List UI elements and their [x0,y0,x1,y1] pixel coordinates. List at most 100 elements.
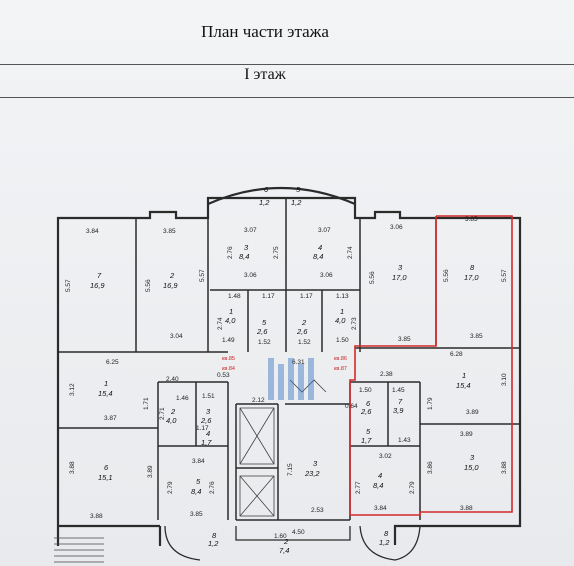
room-area: 8,4 [313,252,323,261]
apartment-label: кв.84 [222,366,235,372]
room-area: 15,4 [98,389,113,398]
dim-label: 1.17 [300,293,313,300]
room-area: 15,1 [98,473,113,482]
dim-label: 2.76 [227,246,234,259]
dim-label: 3.87 [104,415,117,422]
title-block: План части этажа I этаж [0,0,574,100]
dim-label: 2.40 [166,376,179,383]
dim-label: 3.07 [244,227,257,234]
dim-label: 3.07 [318,227,331,234]
room-area: 16,9 [163,281,178,290]
watermark-logo [268,358,314,400]
room-area: 17,0 [464,273,479,282]
dim-label: 2.79 [409,481,416,494]
dim-label: 6.25 [106,359,119,366]
room-area: 8,4 [373,481,383,490]
room-label: 1 [104,379,108,388]
apartment-markers: кв.85 кв.84 кв.86 кв.87 [222,356,347,372]
floor-label: I этаж [244,66,286,83]
apartment-label: кв.86 [334,356,347,362]
room-label: 1 [462,371,466,380]
room-area: 15,0 [464,463,479,472]
dim-label: 3.06 [320,272,333,279]
dim-label: 6.28 [450,351,463,358]
dim-label: 3.12 [69,383,76,396]
room-label: 3 [206,407,211,416]
room-area: 2,6 [256,327,268,336]
room-label: 5 [262,318,267,327]
dim-label: 2.76 [209,481,216,494]
room-area: 1,2 [379,538,390,547]
dim-label: 1.52 [298,339,311,346]
dim-label: 3.85 [163,228,176,235]
dim-label: 3.10 [501,373,508,386]
page-title: План части этажа [201,22,329,41]
dim-label: 2.77 [355,481,362,494]
dim-label: 3.89 [466,409,479,416]
room-label: 3 [313,459,318,468]
dim-label: 5.57 [199,269,206,282]
dim-label: 5.56 [369,271,376,284]
dim-label: 3.85 [190,511,203,518]
dim-label: 0.53 [217,372,230,379]
stair [54,379,327,563]
room-area: 1,7 [201,438,212,447]
dim-label: 1.52 [258,339,271,346]
room-area: 15,4 [456,381,471,390]
room-label: 4 [206,429,210,438]
room-area: 1,2 [259,198,270,207]
dim-label: 1.46 [176,395,189,402]
dim-label: 5.57 [501,269,508,282]
apartment-label: кв.87 [334,366,347,372]
dim-label: 3.88 [460,505,473,512]
dim-label: 3.84 [192,458,205,465]
dim-label: 1.79 [427,397,434,410]
room-area: 2,6 [296,327,308,336]
dim-label: 1.48 [228,293,241,300]
room-label: 2 [301,318,307,327]
dim-label: 6.31 [292,359,305,366]
room-area: 8,4 [191,487,201,496]
dim-label: 3.02 [379,453,392,460]
dim-label: 2.12 [252,397,265,404]
bay-windows [164,525,421,561]
room-label: 6 [366,399,371,408]
dim-label: 1.43 [398,437,411,444]
room-area: 23,2 [304,469,320,478]
dim-label: 2.38 [380,371,393,378]
dim-label: 2.71 [159,407,166,420]
dim-label: 3.88 [90,513,103,520]
highlighted-apartment [349,215,513,516]
dim-label: 2.75 [273,246,280,259]
room-label: 8 [212,531,217,540]
room-label: 3 [398,263,403,272]
room-area: 16,9 [90,281,105,290]
room-area: 4,0 [225,316,236,325]
dim-label: 1.71 [143,397,150,410]
dim-label: 5.56 [145,279,152,292]
dim-label: 5.56 [443,269,450,282]
dim-label: 3.06 [390,224,403,231]
room-label: 2 [283,537,289,546]
dim-label: 7.15 [287,463,294,476]
room-label: 1 [340,307,344,316]
dim-label: 0.64 [345,403,358,410]
dim-label: 3.88 [69,461,76,474]
dim-label: 3.85 [398,336,411,343]
dim-label: 3.86 [427,461,434,474]
dim-label: 1.45 [392,387,405,394]
dim-label: 3.89 [460,431,473,438]
room-labels: 7 16,9 2 16,9 3 8,4 4 8,4 3 17,0 8 17,0 … [90,185,479,555]
dim-label: 1.17 [196,425,209,432]
room-area: 1,2 [208,539,219,548]
room-label: 5 [196,477,201,486]
room-area: 1,2 [291,198,302,207]
dim-label: 3.88 [501,461,508,474]
dim-label: 1.49 [222,337,235,344]
room-label: 2 [169,271,175,280]
dim-label: 1.50 [336,337,349,344]
room-area: 4,0 [166,416,177,425]
dimension-labels: 3.84 3.85 3.07 3.07 3.06 3.85 3.04 3.06 … [65,216,508,540]
room-label: 6 [264,185,269,194]
